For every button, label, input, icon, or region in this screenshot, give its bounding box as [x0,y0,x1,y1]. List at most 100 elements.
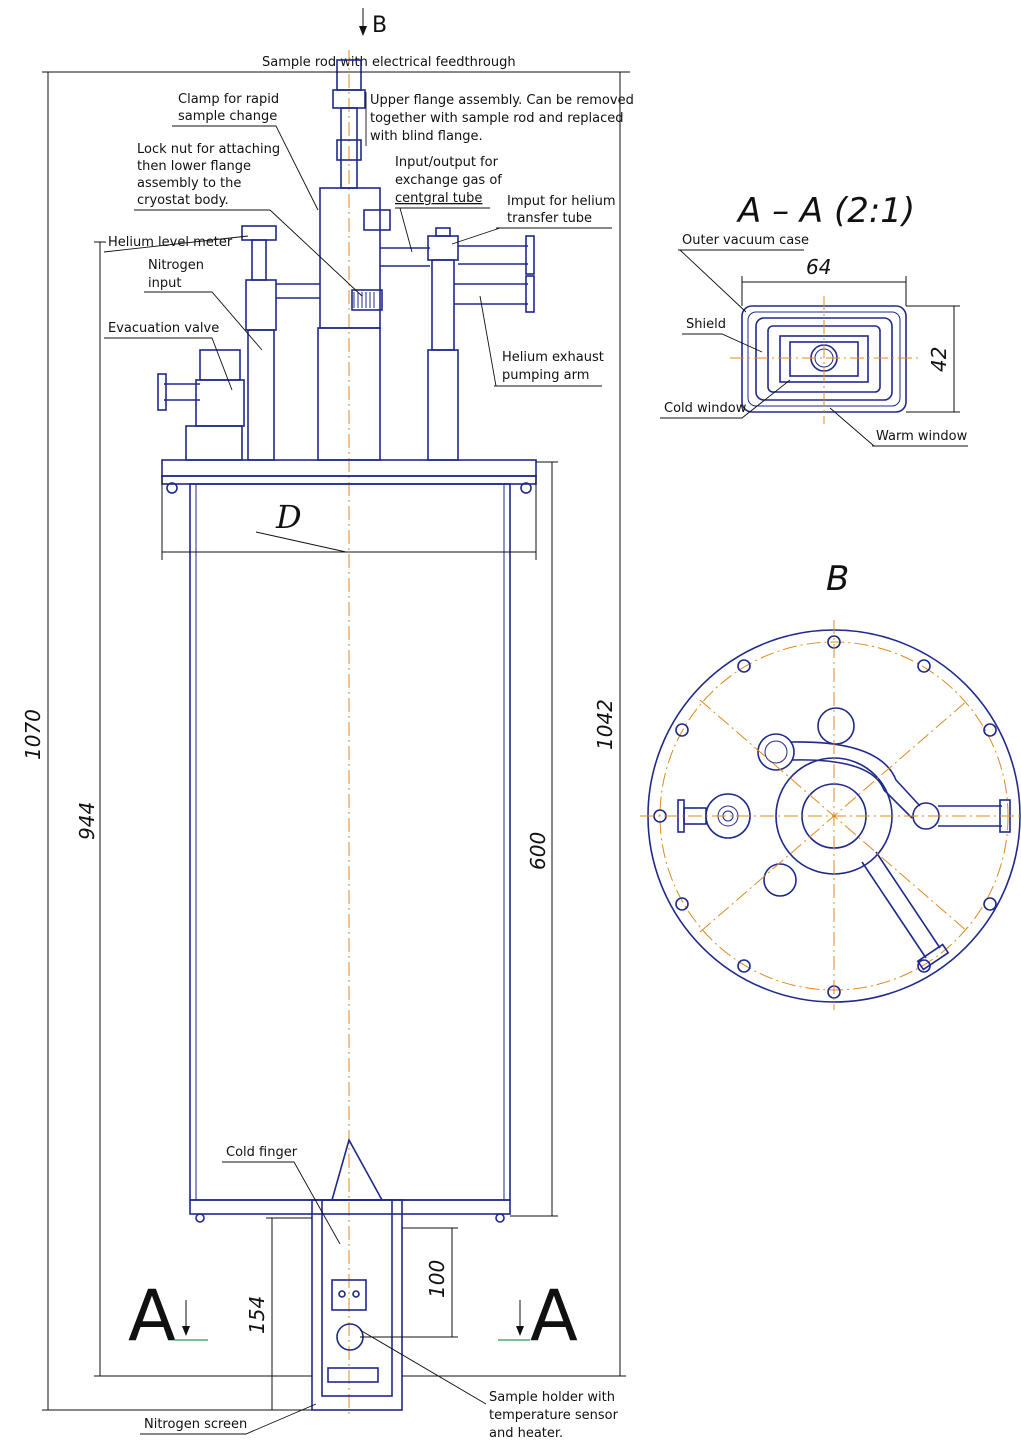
sample-rod-collar [336,139,362,161]
svg-text:Clamp for rapid: Clamp for rapid [178,92,279,107]
svg-text:cryostat body.: cryostat body. [137,193,229,208]
svg-text:Evacuation valve: Evacuation valve [108,321,219,336]
svg-text:Shield: Shield [686,317,726,332]
view-b-title: B [826,559,849,599]
section-marker-left: A [128,1275,176,1357]
svg-text:pumping arm: pumping arm [502,368,589,383]
exchange-pipe-b [789,741,921,807]
dim-154-label: 154 [245,1296,269,1334]
helium-transfer-head [427,235,459,261]
exchange-gas-port [363,209,391,231]
svg-text:input: input [148,276,181,291]
callout-outer-vacuum-case: Outer vacuum case [678,233,809,313]
callout-upper-flange: Upper flange assembly. Can be removed to… [365,92,634,146]
evacuation-valve-head [199,349,241,381]
svg-text:Warm window: Warm window [876,429,968,444]
dim-64-label: 64 [806,255,831,279]
callout-nitrogen-screen: Nitrogen screen [140,1403,317,1435]
callout-lock-nut: Lock nut for attaching then lower flange… [134,142,363,297]
port-lower [763,863,797,897]
helium-exhaust-arm [454,283,528,305]
section-a-a-view: A – A (2:1) 64 42 Outer vacuum case Shie… [660,191,968,447]
evacuation-knurl [185,425,243,461]
evacuation-flange [157,373,167,411]
b-view-arrowhead [359,26,367,36]
callout-cold-window: Cold window [660,379,791,419]
callout-nitrogen-input: Nitrogen input [144,258,263,351]
callout-cold-finger: Cold finger [222,1145,341,1245]
label-sample-rod: Sample rod with electrical feedthrough [262,55,516,70]
flange-bolt-left [166,482,178,494]
callout-shield: Shield [682,317,763,353]
upper-flange-assembly [319,187,381,329]
svg-text:centgral tube: centgral tube [395,191,482,206]
helium-level-stem [251,239,267,281]
section-title: A – A (2:1) [736,191,915,231]
nitrogen-screen-outer [311,1199,403,1411]
svg-text:together with sample rod and r: together with sample rod and replaced [370,111,624,126]
sample-holder-window [336,1323,364,1351]
exhaust-arm-b [861,851,941,959]
svg-text:Nitrogen screen: Nitrogen screen [144,1417,247,1432]
port-helium-level [757,733,795,771]
section-marker-right: A [530,1275,578,1357]
svg-text:Helium level meter: Helium level meter [108,235,233,250]
b-view-arrow-label: B [372,13,387,38]
svg-text:Upper flange assembly. Can be: Upper flange assembly. Can be removed [370,93,634,108]
svg-text:temperature sensor: temperature sensor [489,1408,619,1423]
bottom-flange [189,1199,511,1215]
evacuation-arm [164,383,200,401]
callout-helium-exhaust: Helium exhaust pumping arm [479,295,604,387]
svg-text:Imput for helium: Imput for helium [507,194,616,209]
helium-transfer-body [431,259,455,351]
callout-helium-level: Helium level meter [103,235,249,253]
dim-944-label: 944 [75,802,99,840]
lock-nut [351,289,383,311]
callout-clamp: Clamp for rapid sample change [172,92,319,211]
svg-text:Outer vacuum case: Outer vacuum case [682,233,809,248]
bottom-bolt-left [195,1213,205,1223]
tank-body [189,483,511,1201]
nitrogen-pipe [276,283,320,299]
svg-text:Cold finger: Cold finger [226,1145,298,1160]
callout-sample-holder: Sample holder with temperature sensor an… [359,1329,619,1441]
main-view: B Sample rod with electrical feedthrough [21,8,634,1441]
dim-1070-label: 1070 [21,709,45,760]
d-dimension-label: D [275,498,302,536]
sample-holder-base [327,1367,379,1383]
svg-text:transfer tube: transfer tube [507,211,592,226]
svg-text:Input/output for: Input/output for [395,155,499,170]
callout-exchange-gas: Input/output for exchange gas of centgra… [395,155,502,253]
callout-helium-input: Imput for helium transfer tube [451,194,616,245]
helium-transfer-arm-b [938,805,1002,827]
nitrogen-input-body [245,279,277,331]
cold-finger-cone [331,1137,383,1201]
dim-1042-label: 1042 [593,699,617,750]
helium-input-flange [525,235,535,275]
flange-bolt-right [520,482,532,494]
evacuation-valve-body [195,379,245,427]
bottom-bolt-right [495,1213,505,1223]
helium-input-arm [458,245,528,265]
callout-evacuation-valve: Evacuation valve [104,321,233,391]
view-b: B [640,559,1021,1010]
sample-holder-block [331,1279,367,1311]
svg-text:sample change: sample change [178,109,277,124]
svg-text:assembly to the: assembly to the [137,176,241,191]
helium-exhaust-flange [525,275,535,313]
svg-text:Lock nut for attaching: Lock nut for attaching [137,142,280,157]
callout-warm-window: Warm window [829,407,968,447]
helium-transfer-tube [427,349,459,461]
svg-text:Sample holder with: Sample holder with [489,1390,615,1405]
svg-text:exchange gas of: exchange gas of [395,173,502,188]
svg-text:then lower flange: then lower flange [137,159,251,174]
svg-text:Helium exhaust: Helium exhaust [502,350,604,365]
svg-text:Nitrogen: Nitrogen [148,258,204,273]
dim-600-label: 600 [526,832,550,870]
svg-text:and heater.: and heater. [489,1426,563,1441]
port-top [817,707,855,745]
svg-text:with blind flange.: with blind flange. [370,129,483,144]
helium-level-knob [241,225,277,241]
exchange-gas-pipe [380,247,430,267]
